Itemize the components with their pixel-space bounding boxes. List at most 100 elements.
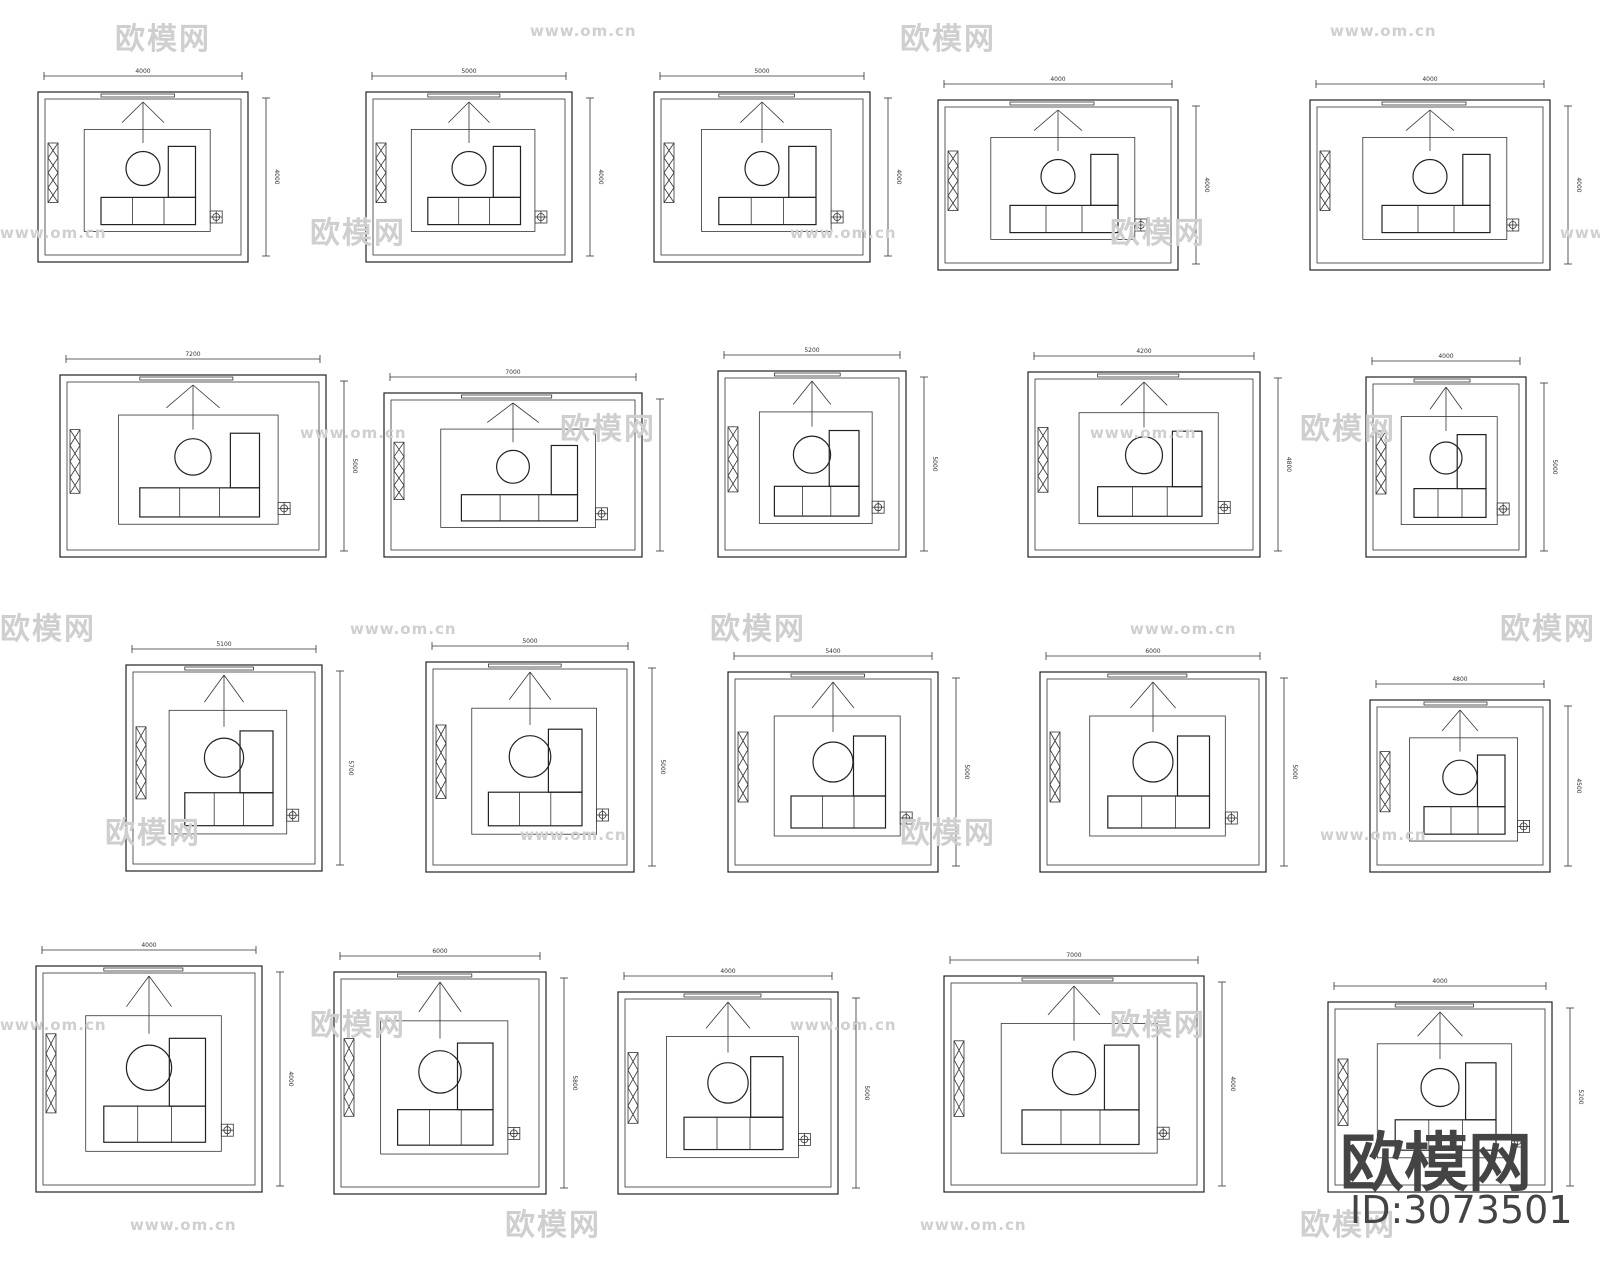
dimension-side-label: 5000: [351, 458, 358, 473]
dimension-side-label: 5000: [1291, 764, 1298, 779]
sofa: [1021, 1109, 1140, 1146]
cabinet-mark: [45, 1073, 57, 1094]
cabinet-mark: [1337, 1108, 1349, 1126]
cabinet: [47, 142, 59, 203]
dimension-top-label: 4800: [1452, 676, 1467, 683]
cabinet-mark: [663, 157, 675, 173]
dimension-top-label: 5000: [522, 638, 537, 645]
cabinet-mark: [375, 142, 387, 159]
room-outer-wall: [937, 99, 1179, 271]
dimension-side-label: 4000: [895, 169, 902, 184]
room-inner-wall: [132, 671, 316, 865]
cabinet: [393, 441, 405, 501]
tv-axis: [811, 681, 834, 709]
room-inner-wall: [44, 98, 242, 256]
window: [139, 376, 234, 381]
cabinet-mark: [1379, 766, 1391, 782]
dimension-top-label: 5000: [754, 68, 769, 75]
room-outer-wall: [425, 661, 635, 873]
sofa-chaise: [456, 1042, 494, 1111]
tv-axis: [166, 384, 194, 409]
sofa-chaise: [852, 735, 887, 797]
rug: [85, 1015, 222, 1152]
window: [1413, 378, 1471, 383]
room-outer-wall: [1309, 99, 1551, 271]
tv-axis: [126, 975, 150, 1007]
sofa: [1413, 488, 1487, 519]
room-outer-wall: [59, 374, 327, 558]
window: [460, 394, 553, 399]
cabinet-mark: [737, 766, 749, 785]
tv-axis: [192, 384, 220, 409]
sofa: [487, 791, 583, 827]
tv-axis: [529, 671, 552, 701]
coffee-table: [1132, 741, 1174, 783]
room-inner-wall: [1334, 1008, 1546, 1186]
sofa-chaise: [828, 429, 860, 487]
room-outer-wall: [365, 91, 573, 263]
sofa: [1096, 486, 1203, 517]
cabinet-mark: [1319, 180, 1331, 196]
cabinet-mark: [953, 1059, 965, 1079]
rug: [168, 709, 288, 835]
window: [1009, 101, 1095, 106]
window: [774, 372, 841, 377]
cabinet-mark: [1375, 478, 1387, 495]
cabinet-mark: [1049, 766, 1061, 785]
tv-axis: [121, 101, 144, 123]
cabinet-mark: [1375, 430, 1387, 447]
sofa: [1423, 806, 1506, 835]
dimension-top-label: 4000: [141, 942, 156, 949]
sofa-chaise: [1456, 434, 1487, 490]
tv-axis: [1057, 109, 1083, 131]
cabinet-mark: [627, 1105, 639, 1124]
tv-axis: [1439, 1011, 1463, 1037]
rug: [773, 715, 901, 837]
sofa-chaise: [550, 444, 579, 496]
cabinet: [737, 731, 749, 803]
cabinet-mark: [1037, 475, 1049, 493]
cabinet-mark: [663, 187, 675, 203]
sofa-chaise: [168, 1037, 207, 1107]
tv-axis: [1417, 1011, 1441, 1037]
room-outer-wall: [1327, 1001, 1553, 1193]
cabinet: [947, 150, 959, 211]
coffee-table: [125, 1044, 173, 1091]
cabinet-mark: [69, 445, 81, 462]
cabinet-mark: [1037, 443, 1049, 461]
cabinet-mark: [727, 426, 739, 444]
dimension-top-label: 5400: [825, 648, 840, 655]
dimension-side-label: 4000: [1203, 177, 1210, 192]
dimension-top-label: 7000: [1066, 952, 1081, 959]
tv-axis: [727, 1001, 751, 1029]
tv-axis: [811, 380, 832, 405]
tv-axis: [223, 674, 244, 703]
dimension-top-label: 5000: [461, 68, 476, 75]
cabinet-mark: [343, 1038, 355, 1059]
brand-id-text: ID:3073501: [1350, 1188, 1573, 1232]
sofa-chaise: [788, 145, 817, 198]
room-inner-wall: [1046, 678, 1260, 866]
sofa: [397, 1109, 494, 1146]
cabinet-mark: [45, 1033, 57, 1054]
room-outer-wall: [1365, 376, 1527, 558]
dimension-side-label: 5200: [1577, 1089, 1584, 1104]
dimension-top-label: 4000: [720, 968, 735, 975]
cabinet-mark: [1375, 446, 1387, 463]
rug: [758, 411, 873, 524]
tv-axis: [1405, 109, 1431, 131]
tv-axis: [1130, 681, 1154, 709]
sofa: [427, 196, 522, 226]
sofa-chaise: [547, 728, 583, 793]
sofa-chaise: [1176, 735, 1211, 797]
cabinet: [135, 726, 147, 800]
sofa-chaise: [1476, 754, 1506, 808]
cabinet-mark: [737, 731, 749, 750]
cabinet-mark: [1337, 1092, 1349, 1110]
